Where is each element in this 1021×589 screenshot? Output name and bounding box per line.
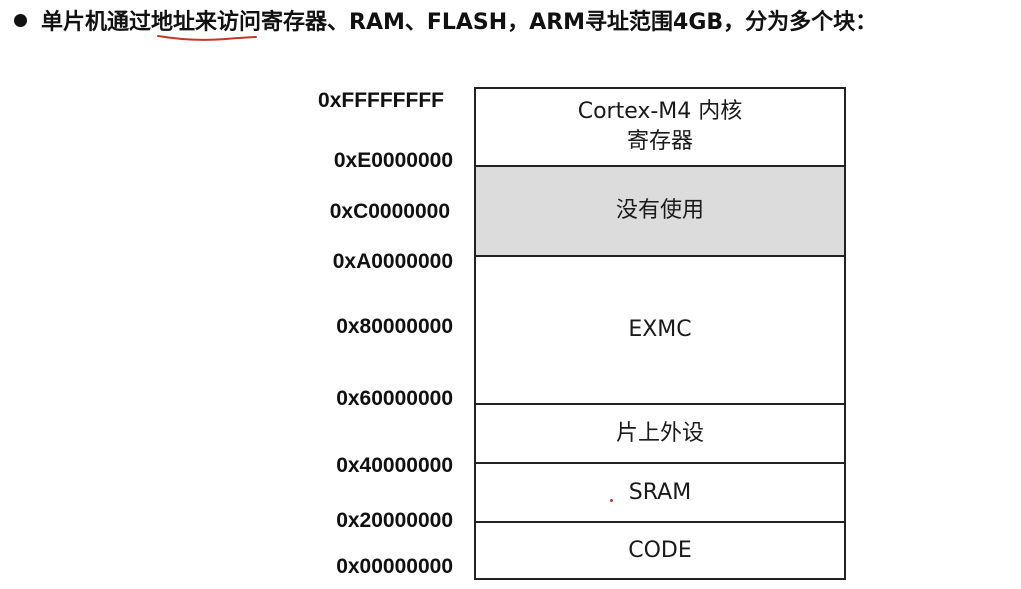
address-label-0x60000000: 0x60000000 <box>336 387 453 410</box>
heading-text: 单片机通过地址来访问寄存器、RAM、FLASH，ARM寻址范围4GB，分为多个块… <box>41 10 878 35</box>
address-label-0xE0000000: 0xE0000000 <box>333 149 453 172</box>
address-label-0x40000000: 0x40000000 <box>336 454 453 477</box>
address-label-0x00000000: 0x00000000 <box>336 555 453 578</box>
address-label-0xA0000000: 0xA0000000 <box>332 250 453 273</box>
memory-block-exmc: EXMC <box>474 255 846 403</box>
address-label-0x80000000: 0x80000000 <box>336 315 453 338</box>
annotation-dot <box>610 499 613 502</box>
block-label: 片上外设 <box>615 420 704 446</box>
block-label: Cortex-M4 内核 寄存器 <box>577 99 743 154</box>
block-label: SRAM <box>628 479 692 505</box>
memory-block-unused: 没有使用 <box>474 165 846 255</box>
bullet-icon <box>14 13 27 27</box>
handwritten-underline <box>157 35 257 41</box>
block-label: 没有使用 <box>615 198 704 223</box>
block-label: CODE <box>628 537 692 563</box>
address-label-0xC0000000: 0xC0000000 <box>329 200 450 223</box>
memory-block-code: CODE <box>474 521 846 580</box>
address-label-0x20000000: 0x20000000 <box>336 509 453 532</box>
memory-block-cortex-m4-core-registers: Cortex-M4 内核 寄存器 <box>474 87 846 165</box>
slide-heading: 单片机通过地址来访问寄存器、RAM、FLASH，ARM寻址范围4GB，分为多个块… <box>14 2 877 38</box>
memory-block-peripherals: 片上外设 <box>474 403 846 462</box>
block-label: EXMC <box>628 317 692 342</box>
memory-block-sram: SRAM <box>474 462 846 521</box>
address-label-0xFFFFFFFF: 0xFFFFFFFF <box>318 89 444 112</box>
